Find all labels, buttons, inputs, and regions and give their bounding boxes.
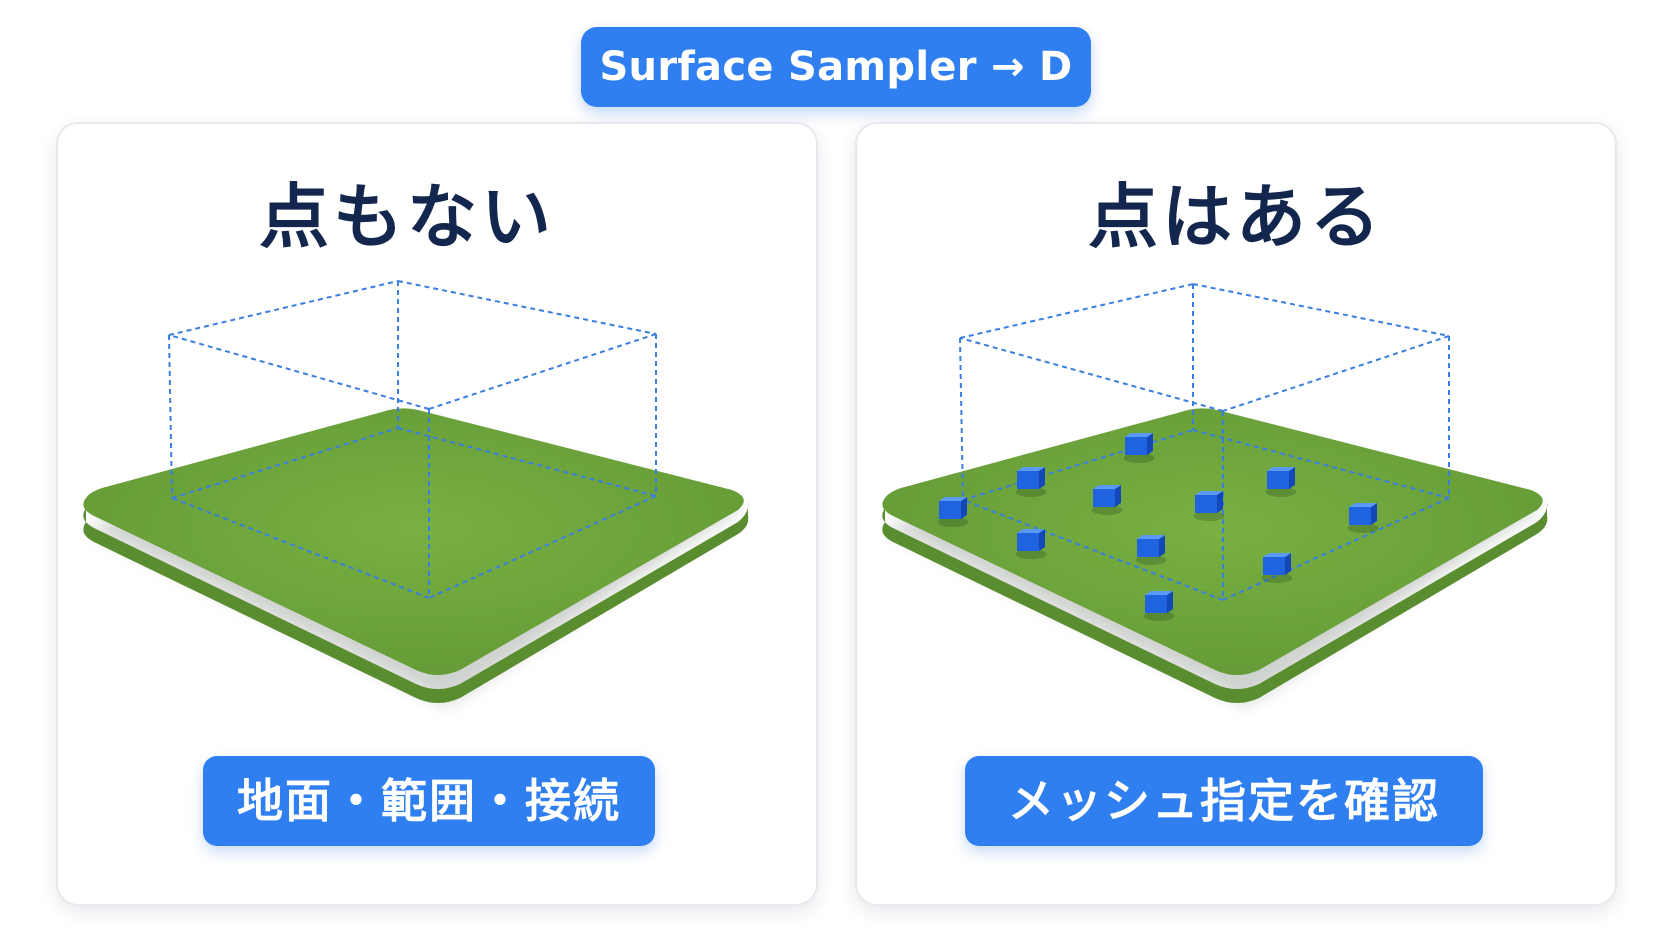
panel-title: 点はある: [1088, 176, 1384, 258]
sample-point-cube: [1261, 553, 1293, 583]
ground-surface: [882, 408, 1543, 675]
panel-with-points: 点はある: [855, 122, 1617, 906]
ground-bounds-illustration: [83, 280, 749, 704]
sample-point-cube: [1015, 529, 1047, 559]
bounds-box: [959, 283, 1450, 601]
sample-point-cube: [937, 497, 969, 527]
sample-point-cube: [1265, 467, 1297, 497]
sample-point-cube: [1193, 491, 1225, 521]
sample-point-cube: [1091, 485, 1123, 515]
sample-points: [937, 433, 1379, 621]
ground-slab-edge: [83, 502, 749, 703]
panel-no-points: 点もない: [56, 122, 818, 906]
panel-title: 点もない: [259, 176, 555, 258]
ground-slab-edge: [882, 502, 1548, 703]
sample-point-cube: [1347, 503, 1379, 533]
caption-badge: メッシュ指定を確認: [965, 756, 1483, 846]
sample-point-cube: [1135, 535, 1167, 565]
ground-bounds-points-illustration: [882, 283, 1548, 704]
caption-badge: 地面・範囲・接続: [203, 756, 655, 846]
header-badge: Surface Sampler → D: [581, 27, 1091, 107]
ground-surface: [83, 408, 744, 675]
sample-point-cube: [1123, 433, 1155, 463]
sample-point-cube: [1143, 591, 1175, 621]
sample-point-cube: [1015, 467, 1047, 497]
bounds-box: [168, 280, 657, 599]
